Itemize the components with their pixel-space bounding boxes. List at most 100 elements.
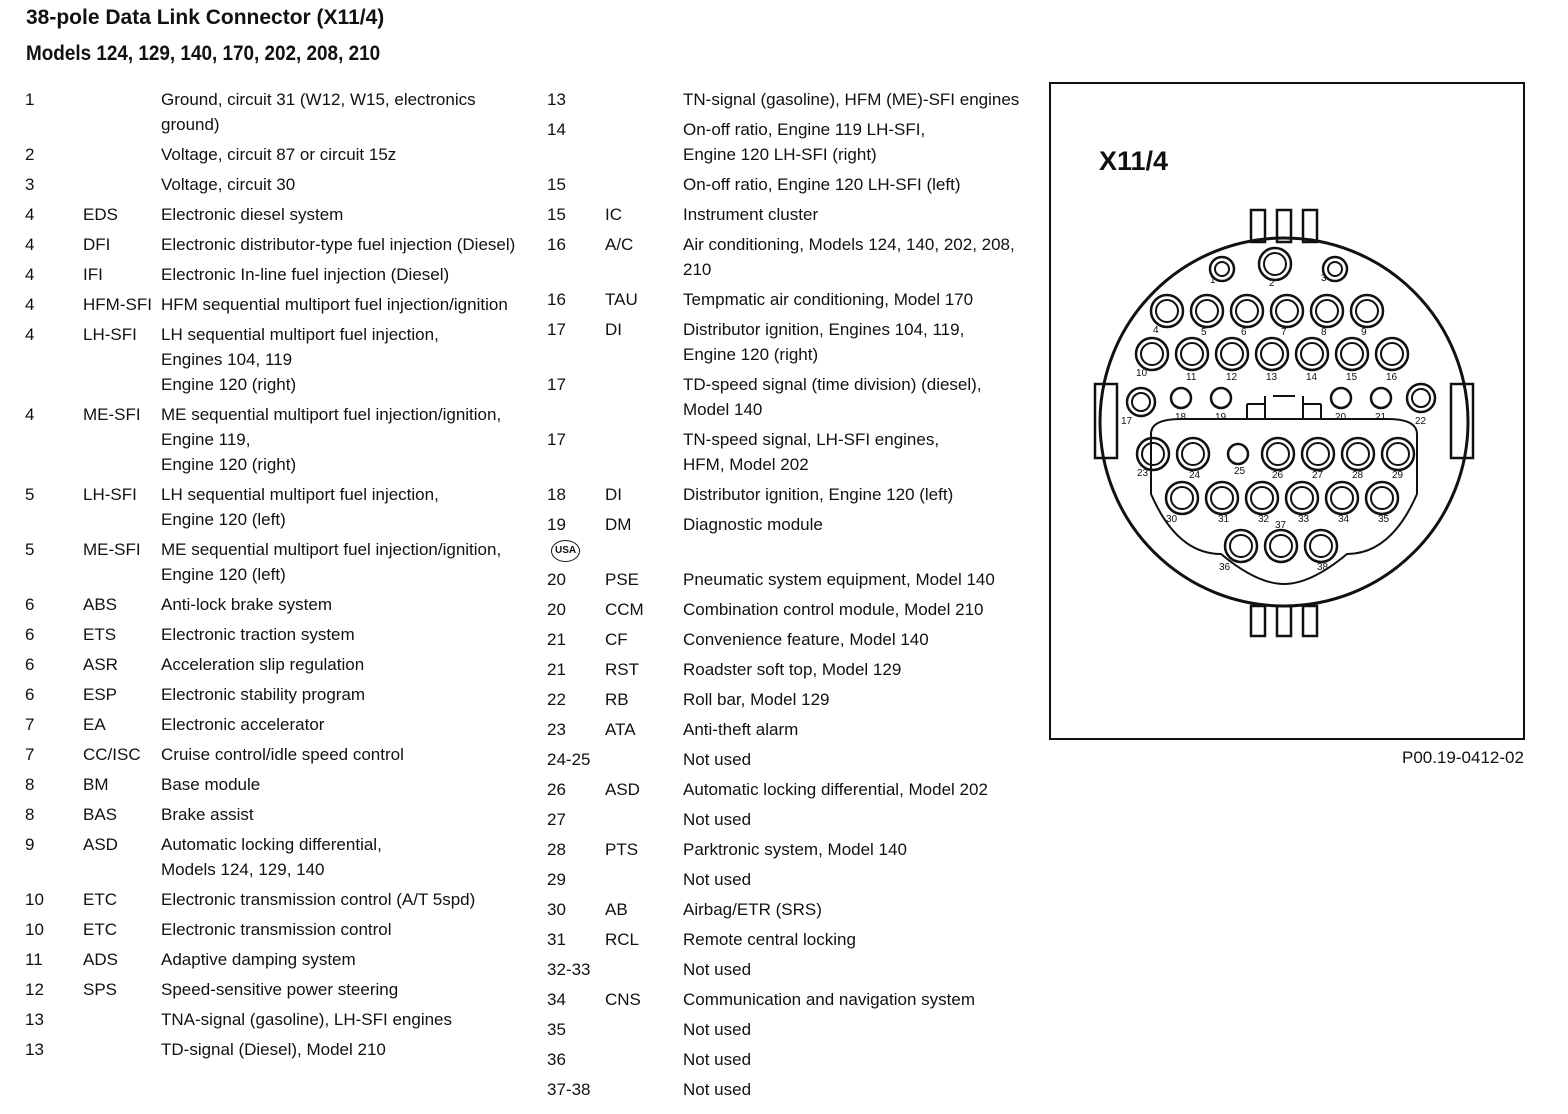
pin-description: Anti-theft alarm: [683, 720, 799, 739]
usa-badge: USA: [551, 539, 581, 562]
pin-number: 17: [547, 430, 566, 449]
pin-description: Electronic transmission control: [161, 920, 392, 939]
pin-number: 32-33: [547, 960, 591, 979]
pin-number: 4: [25, 295, 35, 314]
pin-description: Not used: [683, 1020, 752, 1039]
pin-socket-inner: [1300, 342, 1324, 366]
pin-socket-label: 35: [1378, 514, 1390, 525]
pin-description: HFM sequential multiport fuel injection/…: [161, 295, 508, 314]
pin-socket-inner: [1180, 342, 1204, 366]
pin-abbreviation: ATA: [605, 720, 636, 739]
connector-label: X11/4: [1099, 146, 1169, 176]
pin-number: 21: [547, 660, 566, 679]
document-title: 38-pole Data Link Connector (X11/4): [26, 6, 385, 29]
pin-socket-inner: [1263, 252, 1287, 276]
pin-socket-inner: [1220, 342, 1244, 366]
pin-description: Combination control module, Model 210: [683, 600, 984, 619]
pin-socket: [1254, 336, 1290, 372]
pin-abbreviation: DM: [605, 515, 632, 534]
pin-socket-label: 13: [1266, 372, 1278, 383]
pin-socket: [1149, 293, 1185, 329]
pin-socket-inner: [1266, 442, 1290, 466]
pin-socket-inner: [1340, 342, 1364, 366]
pin-number: 10: [25, 920, 44, 939]
pin-description: Voltage, circuit 87 or circuit 15z: [161, 145, 397, 164]
pin-socket: [1294, 336, 1330, 372]
pin-socket-inner: [1140, 342, 1164, 366]
pin-abbreviation: CNS: [605, 990, 641, 1009]
pin-number: 16: [547, 290, 566, 309]
pin-number: 12: [25, 980, 44, 999]
pin-description: Electronic diesel system: [161, 205, 344, 224]
pin-number: 4: [25, 325, 35, 344]
connector-tab: [1275, 208, 1293, 244]
pin-number: 4: [25, 205, 35, 224]
pin-description: Tempmatic air conditioning, Model 170: [683, 290, 974, 309]
pin-number: 20: [547, 570, 566, 589]
pin-description: Automatic locking differential, Models 1…: [161, 835, 382, 879]
pin-socket-inner: [1330, 486, 1354, 510]
pin-description: ME sequential multiport fuel injection/i…: [161, 405, 502, 474]
pin-abbreviation: BM: [83, 775, 109, 794]
connector-tab: [1275, 604, 1293, 638]
pin-socket-label: 23: [1137, 468, 1149, 479]
pin-description: Electronic transmission control (A/T 5sp…: [161, 890, 476, 909]
pin-socket: [1300, 436, 1336, 472]
pin-socket-label: 21: [1375, 412, 1387, 423]
pin-number: 16: [547, 235, 566, 254]
pin-socket-inner: [1386, 442, 1410, 466]
pin-description: Remote central locking: [683, 930, 856, 949]
pin-number: 24-25: [547, 750, 591, 769]
pin-number: 17: [547, 320, 566, 339]
pin-abbreviation: TAU: [605, 290, 638, 309]
pin-abbreviation: DI: [605, 485, 622, 504]
pin-socket-label: 26: [1272, 470, 1284, 481]
pin-description: Distributor ignition, Engines 104, 119, …: [683, 320, 965, 364]
pin-abbreviation: AB: [605, 900, 628, 919]
pin-description: Air conditioning, Models 124, 140, 202, …: [683, 235, 1015, 279]
pin-socket-label: 17: [1121, 416, 1133, 427]
pin-socket-inner: [1306, 442, 1330, 466]
pin-socket-label: 22: [1415, 416, 1427, 427]
pin-socket-label: 27: [1312, 470, 1324, 481]
pin-socket: [1223, 528, 1259, 564]
pin-number: 8: [25, 805, 35, 824]
pin-socket-label: 32: [1258, 514, 1270, 525]
pin-socket-inner: [1181, 442, 1205, 466]
connector-tab: [1301, 604, 1319, 638]
pin-abbreviation: ME-SFI: [83, 540, 141, 559]
pin-socket-label: 10: [1136, 368, 1148, 379]
pin-socket: [1269, 293, 1305, 329]
pin-description: Parktronic system, Model 140: [683, 840, 907, 859]
pin-socket: [1164, 480, 1200, 516]
pin-number: 3: [25, 175, 35, 194]
pin-socket: [1324, 480, 1360, 516]
pin-number: 4: [25, 405, 35, 424]
pin-socket-label: 5: [1201, 327, 1207, 338]
pin-description: Airbag/ETR (SRS): [683, 900, 822, 919]
pin-socket: [1169, 386, 1193, 410]
pin-number: 6: [25, 655, 35, 674]
pin-socket-label: 14: [1306, 372, 1318, 383]
pin-socket-inner: [1315, 299, 1339, 323]
pin-number: 15: [547, 205, 566, 224]
pin-number: 18: [547, 485, 566, 504]
pin-socket-inner: [1370, 486, 1394, 510]
pin-socket-label: 20: [1335, 412, 1347, 423]
pin-description: TD-speed signal (time division) (diesel)…: [683, 375, 982, 419]
pin-number: 19: [547, 515, 566, 534]
